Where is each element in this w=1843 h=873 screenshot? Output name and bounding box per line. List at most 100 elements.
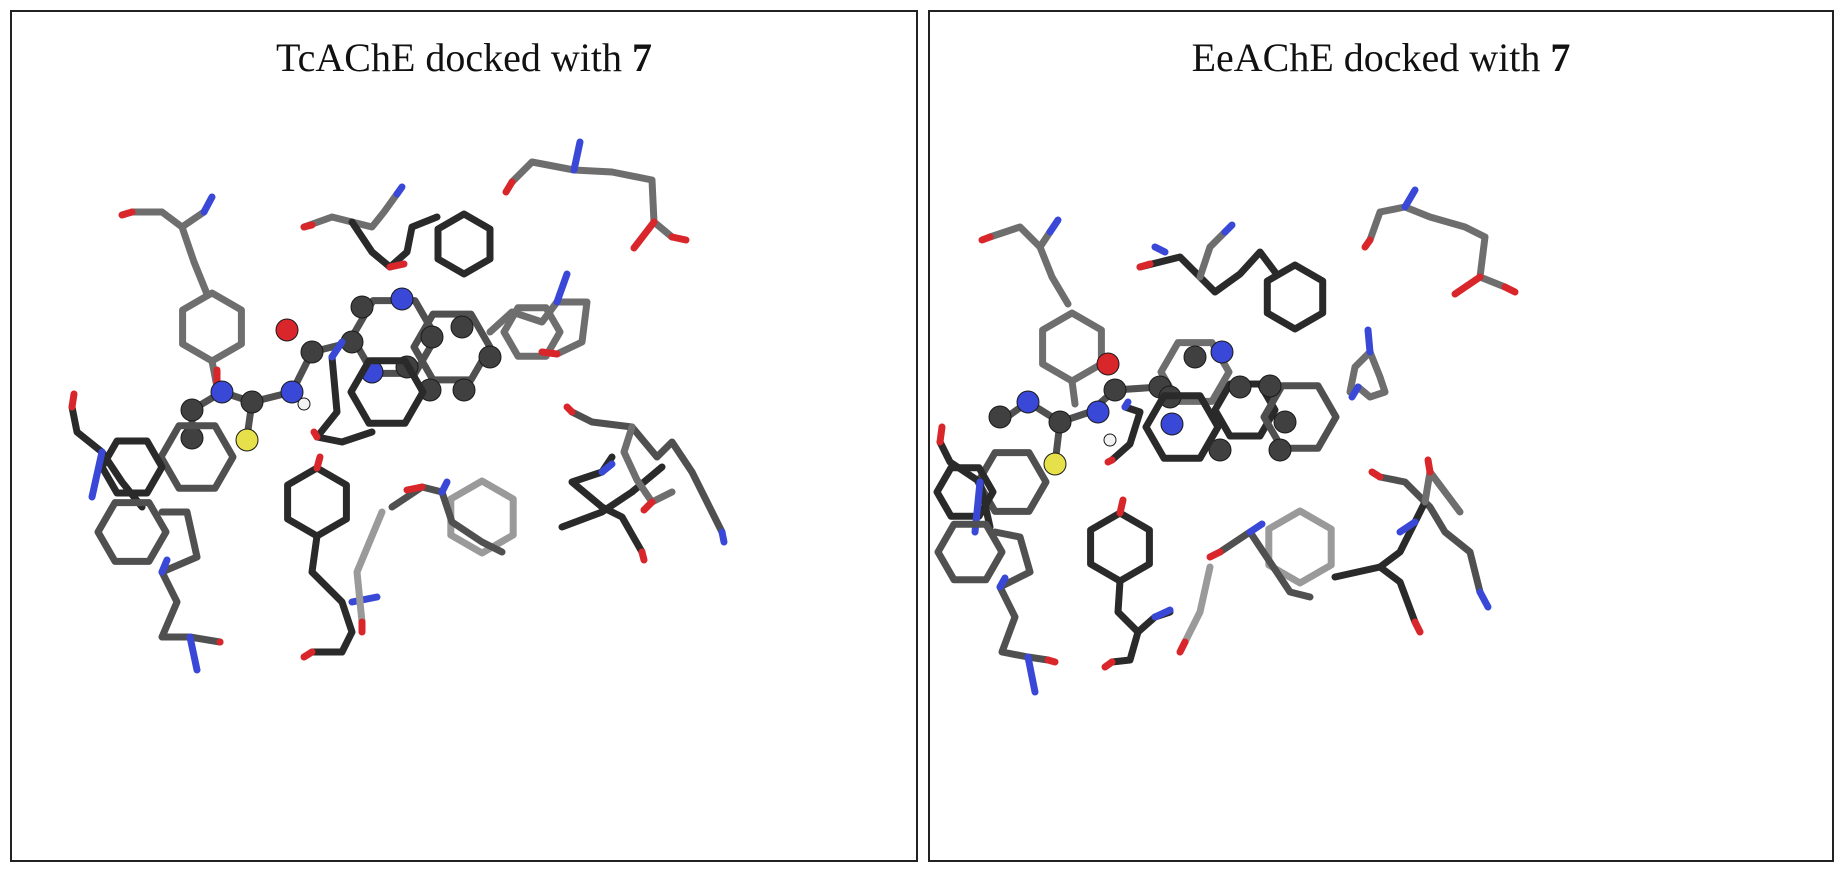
heteroatom-bond xyxy=(68,390,78,411)
heteroatom-bond xyxy=(1116,496,1127,517)
heteroatom-bond xyxy=(88,448,106,501)
ligand-atom xyxy=(1103,378,1127,402)
compound-number: 7 xyxy=(1550,35,1571,80)
ligand-atom xyxy=(235,428,259,452)
heteroatom-bond xyxy=(186,633,201,674)
bond-stick xyxy=(308,532,356,656)
ligand-atom xyxy=(1096,352,1120,376)
heteroatom-bond xyxy=(1136,260,1154,271)
bond-stick xyxy=(1108,403,1144,464)
bond-stick xyxy=(300,190,401,231)
heteroatom-bond xyxy=(386,260,408,271)
ligand-atom xyxy=(1208,438,1232,462)
ligand-atom xyxy=(1210,340,1234,364)
heteroatom-bond xyxy=(718,528,728,546)
molecular-scene-tcache xyxy=(68,138,728,674)
aromatic-ring xyxy=(157,422,237,492)
ligand-atom xyxy=(1048,410,1072,434)
ligand-atom xyxy=(420,325,444,349)
heteroatom-bond xyxy=(1104,456,1116,466)
heteroatom-bond xyxy=(1361,236,1374,251)
heteroatom-bond xyxy=(1476,588,1492,611)
ligand-atom xyxy=(1016,390,1040,414)
heteroatom-bond xyxy=(638,548,648,564)
bond-stick xyxy=(158,508,224,646)
ligand-atom xyxy=(350,295,374,319)
bond-stick xyxy=(1181,563,1214,646)
ligand-atom xyxy=(275,318,299,342)
aromatic-ring xyxy=(347,357,427,427)
bond-stick xyxy=(348,213,441,271)
heteroatom-bond xyxy=(1401,186,1419,211)
panel-tcache: TcAChE docked with 7 xyxy=(10,10,918,862)
heteroatom-bond xyxy=(1221,221,1236,236)
aromatic-ring xyxy=(1087,509,1153,585)
panel-title: TcAChE docked with 7 xyxy=(12,34,916,81)
bond-stick xyxy=(178,223,211,298)
bond-stick xyxy=(128,208,208,231)
heteroatom-bond xyxy=(668,233,690,244)
ligand-atom xyxy=(1228,375,1252,399)
heteroatom-bond xyxy=(403,483,426,494)
bond-stick xyxy=(1366,203,1509,291)
title-text: TcAChE docked with xyxy=(275,35,632,80)
bond-stick xyxy=(388,483,506,556)
aromatic-ring xyxy=(284,464,350,540)
bond-stick xyxy=(1136,248,1279,296)
scene-group xyxy=(933,186,1519,696)
bond-stick xyxy=(936,438,994,531)
ligand-atom xyxy=(452,378,476,402)
heteroatom-bond xyxy=(328,338,346,361)
aromatic-ring xyxy=(500,304,564,360)
bond-stick xyxy=(1068,377,1079,408)
bond-stick xyxy=(558,463,666,531)
heteroatom-bond xyxy=(1246,520,1266,536)
heteroatom-bond xyxy=(570,138,584,174)
heteroatom-bond xyxy=(1101,658,1116,671)
heteroatom-bond xyxy=(118,208,136,219)
ligand-atom xyxy=(1273,410,1297,434)
heteroatom-bond xyxy=(313,453,324,472)
heteroatom-bond xyxy=(158,556,171,576)
heteroatom-bond xyxy=(978,233,994,244)
heteroatom-bond xyxy=(1451,273,1484,298)
ligand-atom xyxy=(1086,400,1110,424)
heteroatom-bond xyxy=(1348,383,1362,401)
ligand-atom xyxy=(300,340,324,364)
bond-stick xyxy=(68,403,146,511)
heteroatom-bond xyxy=(936,423,946,446)
hydrogen-atom xyxy=(297,397,311,411)
bond-stick xyxy=(353,508,386,626)
aromatic-ring xyxy=(1039,309,1105,385)
heteroatom-bond xyxy=(1368,468,1384,481)
heteroatom-bond xyxy=(538,348,561,358)
heteroatom-bond xyxy=(640,498,656,514)
heteroatom-bond xyxy=(200,193,216,216)
ligand-atom xyxy=(240,390,264,414)
heteroatom-bond xyxy=(1501,283,1519,296)
aromatic-ring xyxy=(1263,261,1327,333)
heteroatom-bond xyxy=(300,221,316,231)
heteroatom-bond xyxy=(310,428,321,441)
panel-title: EeAChE docked with 7 xyxy=(930,34,1832,81)
ligand-atom xyxy=(988,405,1012,429)
ligand-atom xyxy=(390,287,414,311)
heteroatom-bond xyxy=(393,183,406,198)
heteroatom-bond xyxy=(438,478,451,496)
heteroatom-bond xyxy=(1206,548,1224,561)
heteroatom-bond xyxy=(1044,656,1059,666)
heteroatom-bond xyxy=(630,218,658,252)
ligand-ring xyxy=(410,310,494,384)
bond-stick xyxy=(1421,468,1464,516)
bond-stick xyxy=(1376,563,1419,626)
aromatic-ring xyxy=(1265,507,1335,587)
bond-stick xyxy=(991,528,1052,664)
aromatic-ring xyxy=(434,210,494,278)
bond-stick xyxy=(1196,228,1229,281)
heteroatom-bond xyxy=(1151,606,1174,621)
heteroatom-bond xyxy=(553,270,571,306)
aromatic-ring xyxy=(94,499,170,565)
aromatic-ring xyxy=(934,520,1006,584)
bond-stick xyxy=(1216,528,1314,601)
bond-stick xyxy=(1331,498,1429,581)
